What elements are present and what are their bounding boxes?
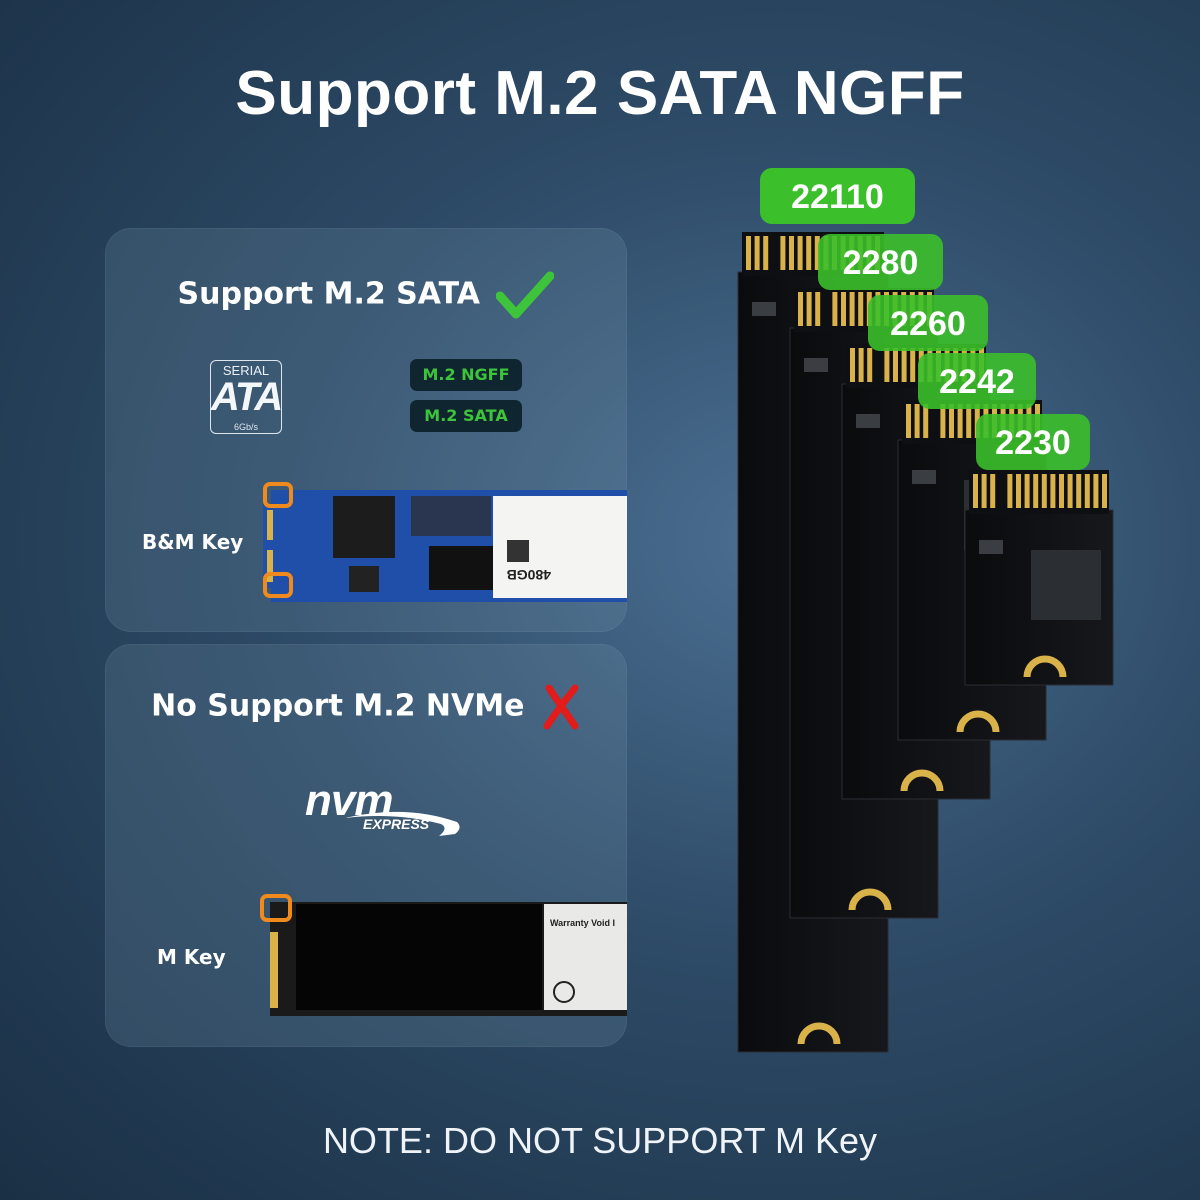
nvm-swoosh-icon bbox=[345, 811, 460, 836]
sata-logo-bottom: 6Gb/s bbox=[233, 422, 258, 432]
cross-icon bbox=[543, 684, 579, 730]
m2-card-2230 bbox=[964, 470, 1114, 686]
nvm-express-logo: nvm EXPRESS bbox=[305, 776, 465, 838]
size-tag-22110: 22110 bbox=[760, 168, 915, 224]
nvme-ssd-image: Warranty Void I bbox=[260, 894, 627, 1016]
nvm-logo-sub: EXPRESS bbox=[363, 816, 430, 832]
size-tag-2230: 2230 bbox=[976, 414, 1090, 470]
nvme-no-support-panel: No Support M.2 NVMe nvm EXPRESS M Key Wa… bbox=[105, 644, 627, 1047]
badge-m2-sata: M.2 SATA bbox=[410, 400, 522, 432]
size-tag-label: 2230 bbox=[995, 424, 1071, 462]
note-text: NOTE: DO NOT SUPPORT M Key bbox=[322, 1120, 878, 1161]
sata-ssd-image: 480GB bbox=[263, 482, 627, 602]
page-title: Support M.2 SATA NGFF bbox=[235, 59, 965, 128]
nvme-heading-text: No Support M.2 NVMe bbox=[151, 688, 525, 724]
serial-ata-logo: SERIAL ATA 6Gb/s bbox=[210, 360, 283, 434]
bm-key-label: B&M Key bbox=[142, 530, 244, 554]
badge-m2-ngff: M.2 NGFF bbox=[410, 359, 522, 391]
size-tag-label: 2280 bbox=[843, 244, 919, 282]
size-tag-2242: 2242 bbox=[918, 353, 1036, 409]
nvm-logo-word: nvm bbox=[305, 776, 393, 825]
size-tag-label: 2242 bbox=[939, 363, 1015, 401]
sata-support-panel: Support M.2 SATA SERIAL ATA 6Gb/s M.2 NG… bbox=[105, 228, 627, 632]
nvme-heading: No Support M.2 NVMe bbox=[105, 684, 627, 730]
size-tag-label: 2260 bbox=[890, 305, 966, 343]
sata-logo-main: ATA bbox=[211, 375, 283, 419]
size-tag-2260: 2260 bbox=[868, 295, 988, 351]
sata-logo-top: SERIAL bbox=[222, 363, 270, 378]
check-icon bbox=[496, 271, 555, 319]
size-tag-2280: 2280 bbox=[818, 234, 943, 290]
nvme-ssd-label: Warranty Void I bbox=[550, 918, 615, 928]
sata-heading: Support M.2 SATA bbox=[105, 270, 627, 320]
size-tag-label: 22110 bbox=[791, 178, 884, 216]
ssd-capacity-text: 480GB bbox=[507, 567, 551, 583]
m-key-label: M Key bbox=[157, 945, 226, 969]
sata-heading-text: Support M.2 SATA bbox=[177, 276, 481, 312]
